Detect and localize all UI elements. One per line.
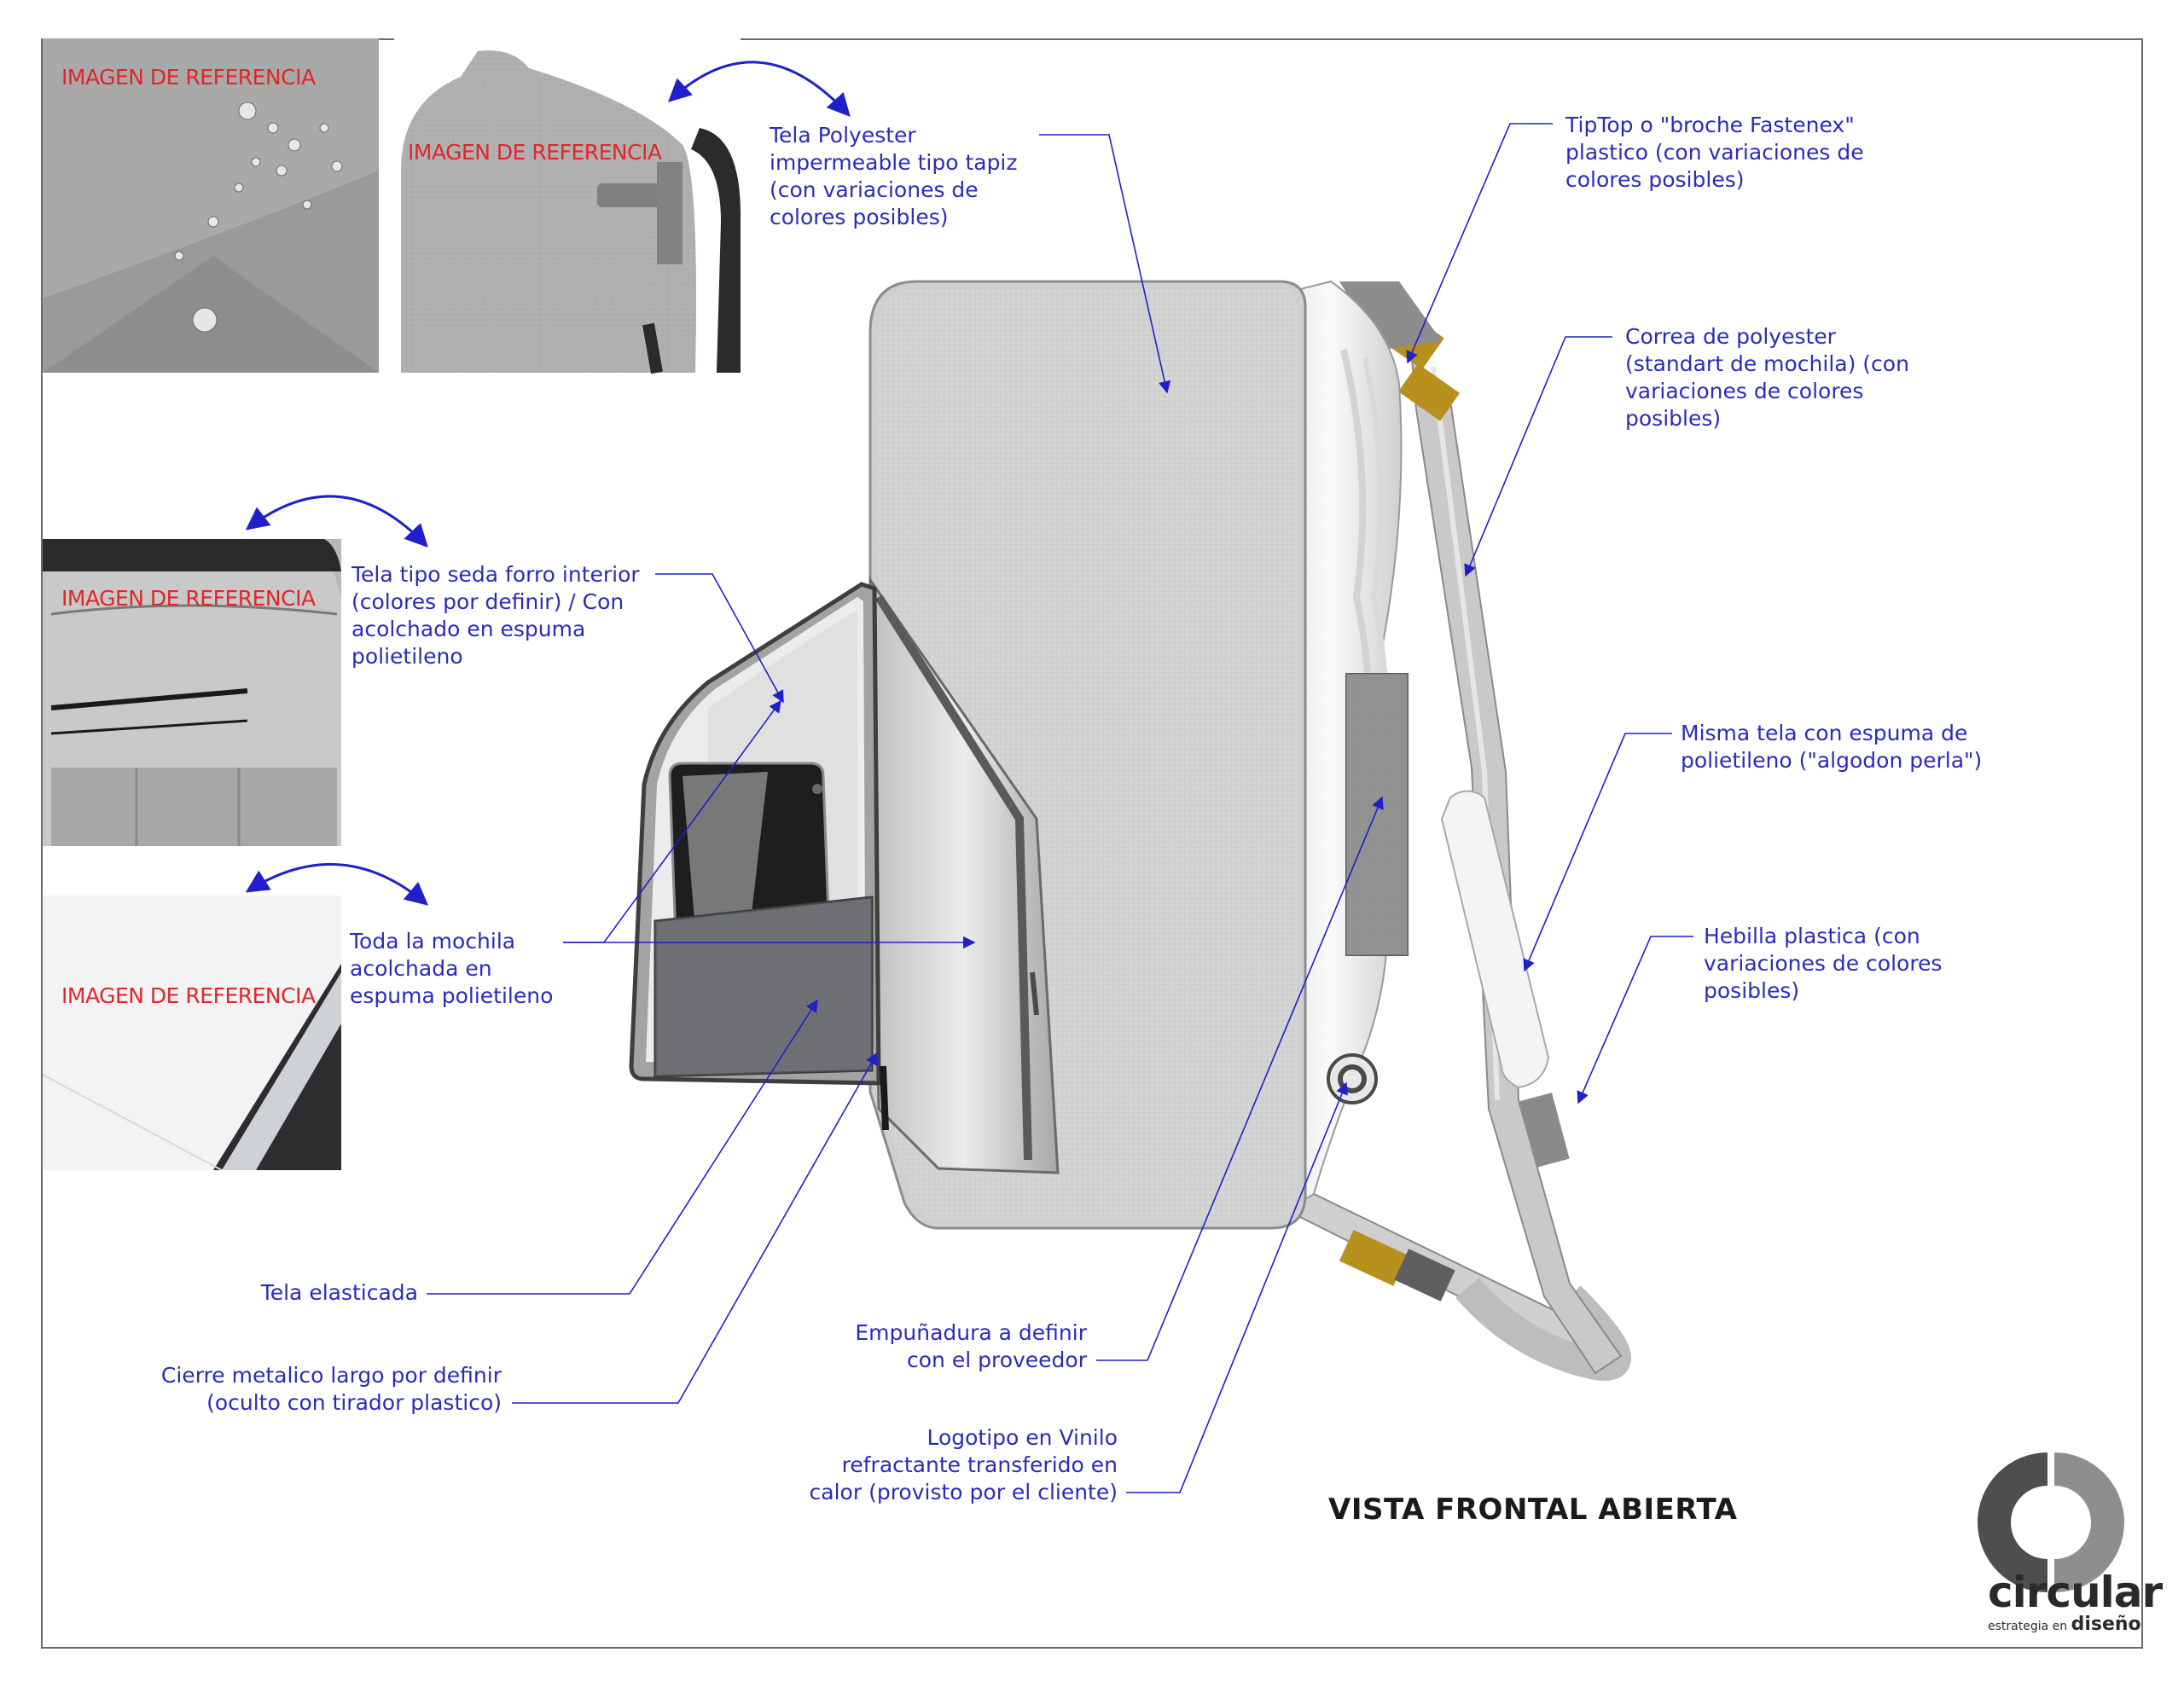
label-cierre-zipper: Cierre metalico largo por definir (ocult… xyxy=(160,1363,502,1415)
reference-label-lining: IMAGEN DE REFERENCIA xyxy=(61,586,316,611)
label-empunadura-handle: Empuñadura a definir con el proveedor xyxy=(855,1320,1087,1372)
label-logotipo-vinilo: Logotipo en Vinilo refractante transferi… xyxy=(809,1425,1118,1504)
label-correa-strap: Correa de polyester (standart de mochila… xyxy=(1625,324,1909,431)
label-tela-elasticada: Tela elasticada xyxy=(260,1280,418,1305)
label-tela-seda-lining: Tela tipo seda forro interior (colores p… xyxy=(351,562,640,669)
reference-label-backpack: IMAGEN DE REFERENCIA xyxy=(408,140,662,165)
reference-label-foam: IMAGEN DE REFERENCIA xyxy=(61,983,316,1008)
reference-label-fabric: IMAGEN DE REFERENCIA xyxy=(61,65,316,90)
reference-photo-backpack xyxy=(394,38,741,374)
brand-name: circular xyxy=(1988,1568,2163,1617)
reference-photo-lining xyxy=(43,539,341,846)
reference-photo-foam xyxy=(42,896,341,1171)
reference-photo-fabric xyxy=(43,38,379,373)
label-tela-polyester: Tela Polyester impermeable tipo tapiz (c… xyxy=(770,123,1018,229)
label-tiptop-buckle: TipTop o "broche Fastenex" plastico (con… xyxy=(1565,113,1864,192)
drawing-sheet xyxy=(41,38,2143,1649)
circular-logo-icon xyxy=(1978,1452,2124,1592)
page-title: VISTA FRONTAL ABIERTA xyxy=(1328,1493,1738,1527)
reference-curve-arrows xyxy=(245,61,851,906)
label-hebilla: Hebilla plastica (con variaciones de col… xyxy=(1704,924,1943,1003)
label-misma-tela-foam: Misma tela con espuma de polietileno ("a… xyxy=(1681,721,1983,773)
leader-lines xyxy=(427,123,1693,1493)
backpack-main xyxy=(629,280,1631,1381)
label-toda-mochila: Toda la mochila acolchada en espuma poli… xyxy=(350,929,554,1008)
brand-tagline: estrategia en diseño xyxy=(1988,1614,2141,1635)
